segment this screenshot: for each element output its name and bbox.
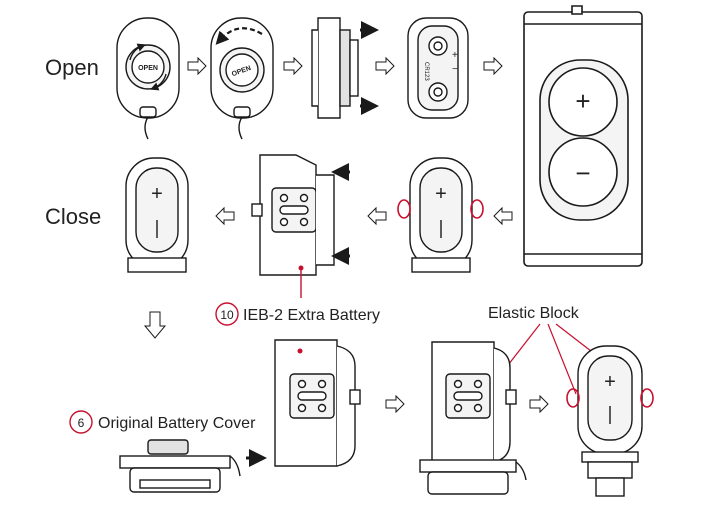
callout-10-text: IEB-2 Extra Battery [243, 307, 380, 324]
close-row-label: Close [45, 204, 101, 229]
open-step-3-side-view [311, 17, 379, 119]
elastic-block-marker-left [397, 199, 411, 219]
callout-10-dot [298, 265, 304, 271]
battery-minus-large: − [575, 158, 590, 188]
original-battery-cover [119, 439, 267, 493]
compartment-minus: − [452, 64, 458, 75]
cover-plus-a: + [435, 183, 447, 205]
callout-10-badge [215, 302, 239, 326]
elastic-block-marker-left-final [566, 388, 580, 408]
cover-plus-final: + [604, 371, 616, 393]
callout-6-text: Original Battery Cover [98, 415, 256, 432]
callout-6-badge [69, 410, 93, 434]
open-step-4-compartment [407, 17, 469, 119]
close-step-cover-closed [125, 157, 189, 273]
open-row-label: Open [45, 55, 99, 80]
open-step-1-cover [116, 17, 180, 140]
step-arrow-left [367, 206, 387, 226]
open-knob-text-1: OPEN [138, 65, 158, 72]
final-cover-elastic [577, 345, 643, 497]
step-arrow-down [143, 311, 167, 339]
callout-6-number: 6 [78, 416, 85, 430]
battery-detail-large [523, 5, 643, 267]
ieb2-callout-dot [297, 348, 303, 354]
step-arrow [483, 56, 503, 76]
battery-type-label: CR123 [423, 62, 429, 81]
step-arrow-left [215, 206, 235, 226]
elastic-block-marker-right-final [640, 388, 654, 408]
step-arrow [283, 56, 303, 76]
ieb2-install-step-1 [274, 339, 361, 467]
callout-10-number: 10 [220, 308, 234, 322]
elastic-leader-2 [547, 323, 577, 395]
elastic-block-label: Elastic Block [488, 305, 580, 322]
ieb2-install-step-2 [419, 341, 527, 495]
step-arrow [187, 56, 207, 76]
step-arrow [385, 394, 405, 414]
cover-plus-c: + [151, 183, 163, 205]
open-step-2-cover [210, 17, 274, 140]
step-arrow [375, 56, 395, 76]
step-arrow-left [493, 206, 513, 226]
ieb2-side-view-close [251, 154, 350, 276]
battery-plus-large: + [575, 86, 590, 116]
close-step-cover-elastic [409, 157, 473, 273]
elastic-block-marker-right [470, 199, 484, 219]
compartment-plus: + [452, 50, 458, 61]
step-arrow [529, 394, 549, 414]
